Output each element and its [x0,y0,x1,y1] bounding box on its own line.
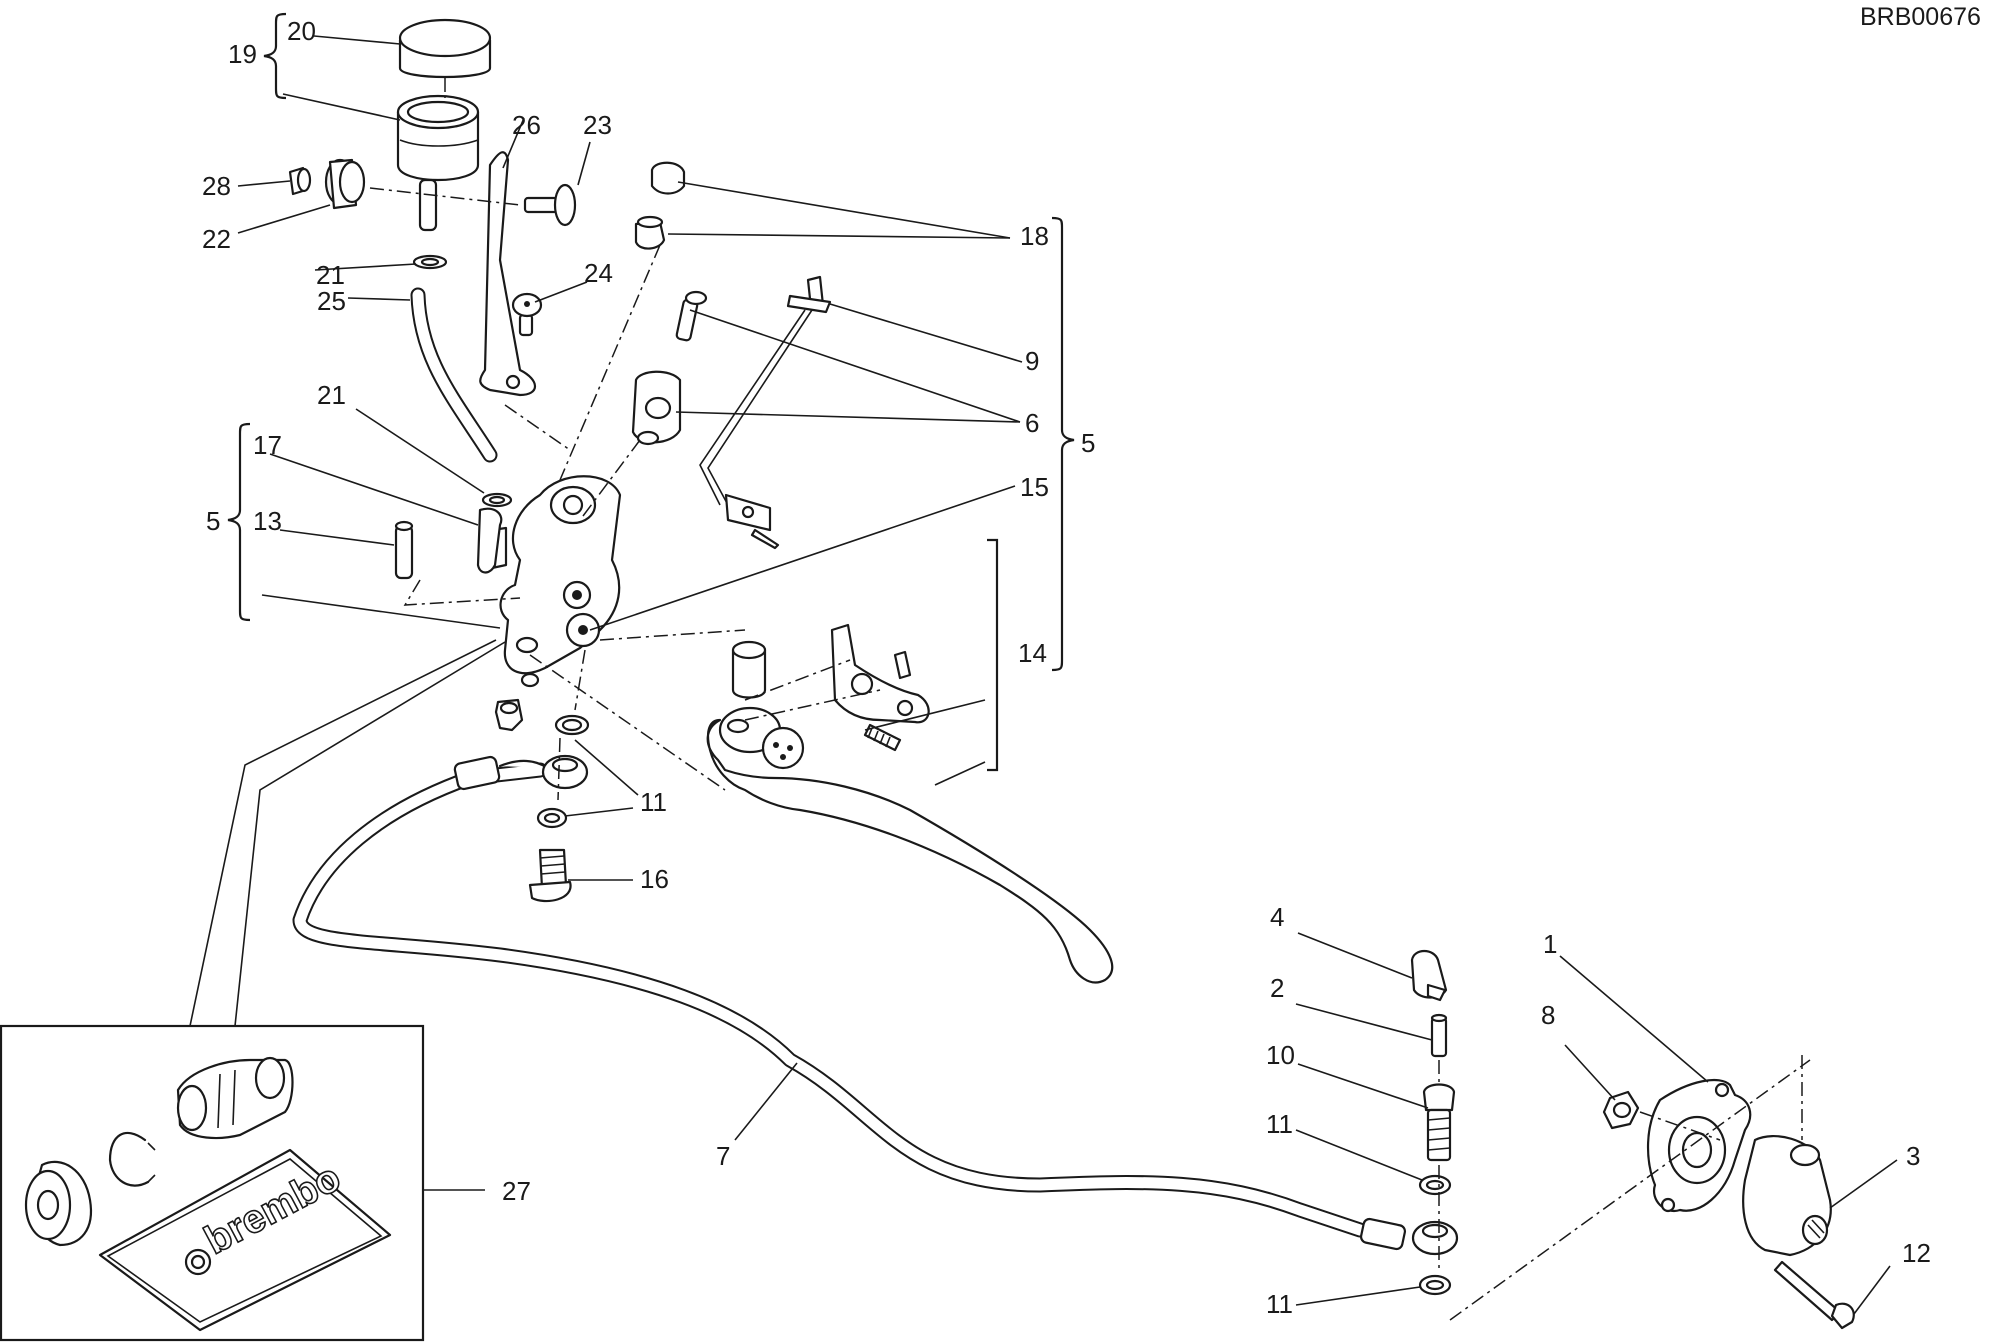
callout-18: 18 [1020,221,1049,251]
callout-21-upper: 21 [316,260,345,290]
clutch-lever [706,706,1114,984]
washer-11-middle [536,807,568,829]
bolt-12 [1773,1260,1855,1330]
kit-piston [176,1056,294,1140]
callout-9: 9 [1025,346,1039,376]
bleeder-cap-4 [1410,949,1448,1002]
washer-11-upper [554,714,590,736]
callout-17: 17 [253,430,282,460]
reservoir-cap-20 [398,18,492,79]
drawing-code: BRB00676 [1860,3,1981,31]
leader-lines [237,35,1898,1315]
callout-2: 2 [1270,973,1284,1003]
callout-14: 14 [1018,638,1047,668]
callout-19: 19 [228,39,257,69]
nut-under-body [494,698,524,732]
braces [227,12,1075,772]
switch-cable-9 [699,275,832,550]
washer-11-slave-lower [1418,1274,1452,1296]
callout-11-slave-lower: 11 [1266,1289,1293,1319]
slave-cylinder-body-3 [1742,1135,1832,1257]
callout-11-master: 11 [640,787,667,817]
lever-spring [863,723,902,752]
fitting-17 [476,507,503,574]
callout-21-lower: 21 [317,380,346,410]
nut-28 [288,166,312,196]
callout-13: 13 [253,506,282,536]
callout-1: 1 [1543,929,1557,959]
hose-clamp-21-lower [481,492,513,508]
pin-13 [394,520,414,580]
reservoir-hose-25 [410,287,498,463]
lever-adjuster-bracket [830,623,930,724]
hose-fitting-upper [453,754,589,791]
bleeder-screw-2 [1430,1013,1448,1058]
callout-10: 10 [1266,1040,1295,1070]
bracket-26 [479,151,537,397]
repair-kit-27-inset: brembo [0,639,506,1342]
dust-cap-18-top [650,161,686,195]
callout-12: 12 [1902,1238,1931,1268]
reservoir-grommet-22 [324,158,366,210]
callout-8: 8 [1541,1000,1555,1030]
callout-5-right: 5 [1081,428,1095,458]
callout-labels: 20 19 26 23 28 22 21 24 25 21 17 5 13 18… [202,16,1931,1319]
boot-18-lower [634,215,666,250]
callout-25: 25 [317,286,346,316]
kit-dust-boot [24,1160,93,1247]
banjo-bolt-10 [1422,1083,1456,1162]
callout-20: 20 [287,16,316,46]
callout-6: 6 [1025,408,1039,438]
assembly-guide-lines [369,78,1811,1321]
lever-pivot-bushing [731,640,767,699]
screw-6 [675,290,708,342]
callout-11-slave-upper: 11 [1266,1109,1293,1139]
callout-27: 27 [502,1176,531,1206]
callout-16: 16 [640,864,669,894]
hose-fitting-lower [1359,1217,1459,1256]
clamp-6 [631,370,682,446]
callout-4: 4 [1270,902,1284,932]
clutch-hose-7 [292,762,1368,1238]
callout-24: 24 [584,258,613,288]
kit-circlip [108,1131,156,1187]
banjo-bolt-16 [528,848,572,903]
master-cylinder-body [490,475,622,688]
callout-26: 26 [512,110,541,140]
callout-28: 28 [202,171,231,201]
callout-23: 23 [583,110,612,140]
callout-5-left: 5 [206,506,220,536]
reservoir-body [396,94,480,232]
slave-cylinder-plate-1 [1647,1078,1752,1213]
hose-clamp-21-upper [412,254,448,270]
callout-15: 15 [1020,472,1049,502]
nut-8 [1602,1090,1640,1130]
washer-11-slave-upper [1418,1174,1452,1196]
callout-3: 3 [1906,1141,1920,1171]
callout-22: 22 [202,224,231,254]
bolt-23 [523,183,577,227]
screw-24 [511,292,543,337]
callout-7: 7 [716,1141,730,1171]
